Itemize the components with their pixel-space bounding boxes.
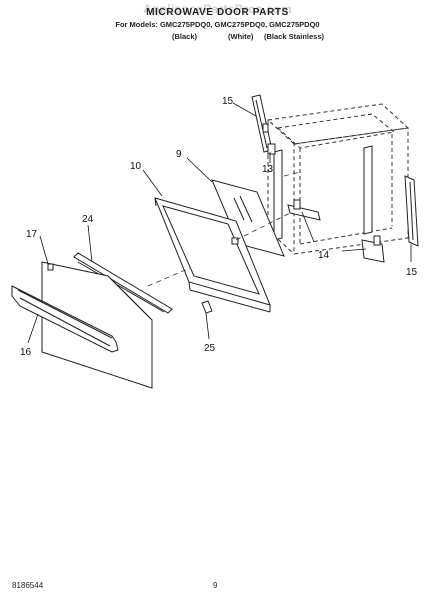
- outer-door-panel-17: [41, 261, 153, 389]
- choke-strip-24: [73, 252, 173, 314]
- microwave-cavity-outline: [266, 103, 410, 255]
- cavity-side-rail: [273, 145, 373, 241]
- callout-25: 25: [204, 343, 216, 354]
- page-title: MICROWAVE DOOR PARTS: [146, 7, 289, 18]
- finish-white: (White): [228, 32, 254, 41]
- door-frame-10: [154, 197, 271, 313]
- clip-25: [201, 300, 213, 314]
- page-number: 9: [213, 581, 218, 590]
- callout-13: 13: [262, 164, 274, 175]
- finish-black: (Black): [172, 32, 198, 41]
- trim-strip-15-right: [404, 175, 419, 247]
- door-handle-16: [11, 285, 119, 353]
- callout-9: 9: [176, 149, 182, 160]
- model-numbers: For Models: GMC275PDQ0, GMC275PDQ0, GMC2…: [115, 20, 320, 29]
- callout-17: 17: [26, 229, 38, 240]
- alignment-lines: [147, 171, 301, 287]
- watermark: AppliancePartsPros.com: [143, 2, 292, 16]
- hinge-14-right: [361, 235, 385, 263]
- hinge-14-left: [287, 199, 321, 221]
- callout-14-left: 14: [318, 250, 330, 261]
- trim-strip-15-top: [251, 94, 273, 153]
- callout-10: 10: [130, 161, 142, 172]
- leader-lines: [27, 102, 412, 344]
- document-number: 8186544: [12, 581, 44, 590]
- callout-15-top: 15: [222, 96, 234, 107]
- callout-16: 16: [20, 347, 32, 358]
- finish-black-stainless: (Black Stainless): [264, 32, 325, 41]
- clip-13: [267, 143, 276, 155]
- callout-24: 24: [82, 214, 94, 225]
- callout-15-right: 15: [406, 267, 418, 278]
